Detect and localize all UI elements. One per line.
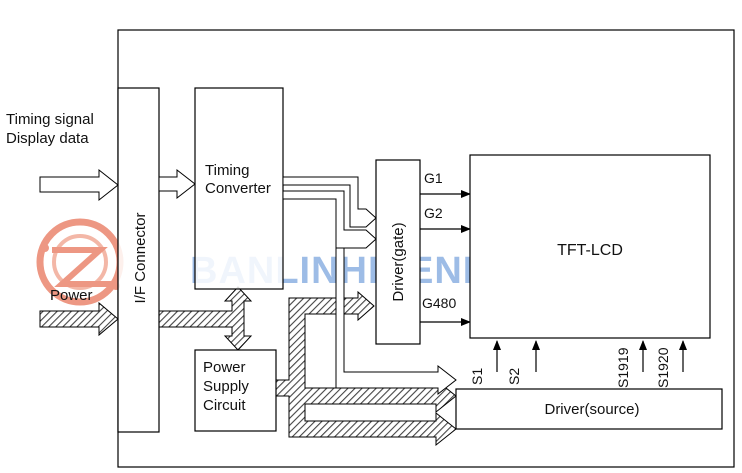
timing-to-gate-path-2 [282, 190, 377, 249]
timing-converter-label-1: Timing [205, 162, 249, 179]
timing-converter-block [194, 87, 284, 290]
source-label-s1920: S1920 [655, 347, 671, 388]
source-label-s1: S1 [469, 368, 485, 385]
source-label-s2: S2 [506, 368, 522, 385]
power-supply-label-1: Power [203, 359, 246, 376]
tft-lcd-label: TFT-LCD [557, 242, 623, 259]
power-supply-label-3: Circuit [203, 397, 246, 414]
power-supply-block [194, 349, 277, 432]
driver-gate-label: Driver(gate) [390, 222, 407, 301]
timing-to-source-path [335, 247, 457, 396]
tft-lcd-panel [469, 154, 711, 339]
if-connector-block [117, 87, 160, 433]
timing-input-arrow [39, 168, 119, 202]
timing-converter-label-2: Converter [205, 180, 271, 197]
timing-signal-label: Timing signal [6, 111, 94, 128]
power-supply-label-2: Supply [203, 378, 249, 395]
power-supply-bus [275, 290, 457, 447]
timing-to-gate-path [282, 176, 377, 228]
driver-gate-block [375, 159, 421, 345]
power-bus [158, 286, 253, 351]
gate-label-g1: G1 [424, 170, 443, 186]
display-data-label: Display data [6, 130, 89, 147]
gate-label-g480: G480 [422, 295, 456, 311]
gate-label-g2: G2 [424, 205, 443, 221]
if-connector-label: I/F Connector [132, 213, 149, 304]
connector-to-timing-arrow [158, 168, 196, 200]
power-label: Power [50, 287, 93, 304]
driver-source-block [455, 388, 723, 430]
power-input-arrow [39, 301, 119, 337]
source-label-s1919: S1919 [615, 347, 631, 388]
driver-source-label: Driver(source) [544, 401, 639, 418]
